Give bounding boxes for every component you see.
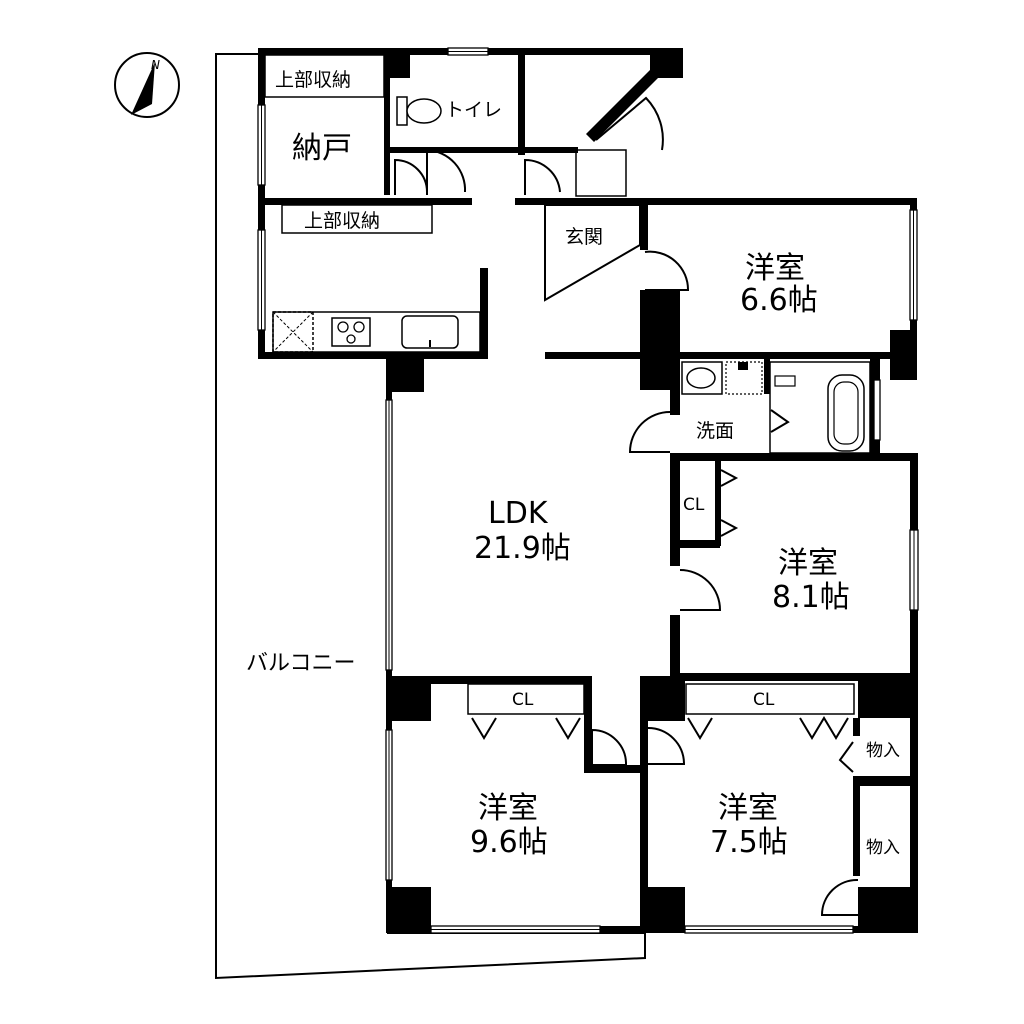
room-75-name: 洋室 [718, 791, 778, 826]
sink-icon [401, 315, 459, 349]
doors [394, 96, 859, 916]
closet-label-right: CL [753, 690, 775, 710]
windows [257, 47, 919, 934]
compass-icon: N [114, 52, 180, 118]
toilet-label: トイレ [445, 99, 502, 121]
upper-storage-label-2: 上部収納 [304, 210, 380, 232]
storage-label-2: 物入 [866, 838, 900, 858]
ldk-size: 21.9帖 [474, 531, 571, 566]
washbasin-icon [681, 361, 763, 395]
nando-label: 納戸 [292, 131, 352, 166]
room-66-size: 6.6帖 [740, 283, 818, 318]
closet-label-left: CL [512, 690, 534, 710]
closet-label-mid: CL [683, 495, 705, 515]
senmen-label: 洗面 [696, 420, 734, 442]
fixtures [264, 54, 871, 740]
room-66-name: 洋室 [745, 251, 805, 286]
toilet-icon [396, 96, 442, 126]
balcony-outline [215, 53, 646, 980]
fridge-icon [272, 311, 314, 353]
north-label: N [151, 58, 160, 72]
bathtub-icon [769, 361, 871, 454]
room-96-name: 洋室 [478, 791, 538, 826]
stove-icon [331, 317, 371, 347]
room-96-size: 9.6帖 [470, 825, 548, 860]
upper-storage-label-1: 上部収納 [275, 69, 351, 91]
room-81-size: 8.1帖 [772, 580, 850, 615]
genkan-label: 玄関 [565, 226, 603, 248]
balcony-label: バルコニー [246, 651, 356, 676]
ldk-name: LDK [488, 496, 549, 531]
storage-label-1: 物入 [866, 741, 900, 761]
room-75-size: 7.5帖 [710, 825, 788, 860]
room-81-name: 洋室 [778, 546, 838, 581]
